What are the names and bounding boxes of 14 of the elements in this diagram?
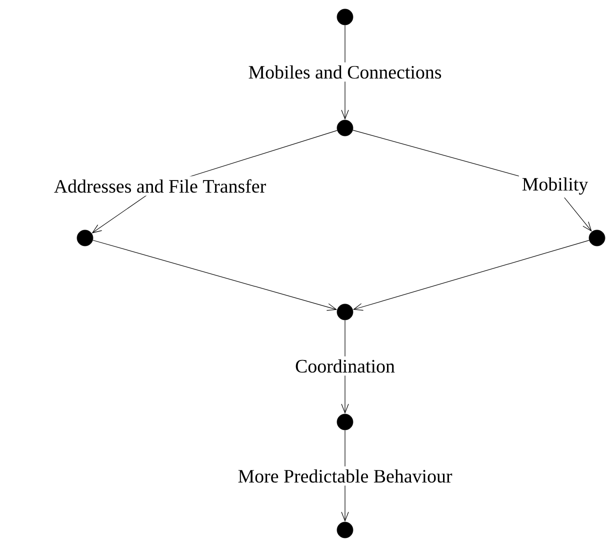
edge-label: More Predictable Behaviour — [234, 466, 456, 486]
arrow — [92, 240, 338, 311]
edge-label: Coordination — [292, 356, 398, 376]
dot — [76, 230, 94, 246]
dot — [336, 120, 354, 136]
edge-label: Mobility — [518, 174, 592, 198]
dot — [336, 304, 354, 320]
edge-label: Mobiles and Connections — [245, 62, 445, 82]
dot — [336, 522, 354, 538]
dot — [336, 8, 354, 26]
dot — [588, 230, 606, 246]
arrow — [352, 240, 590, 311]
dot — [336, 414, 354, 430]
edge-label: Addresses and File Transfer — [50, 176, 270, 196]
